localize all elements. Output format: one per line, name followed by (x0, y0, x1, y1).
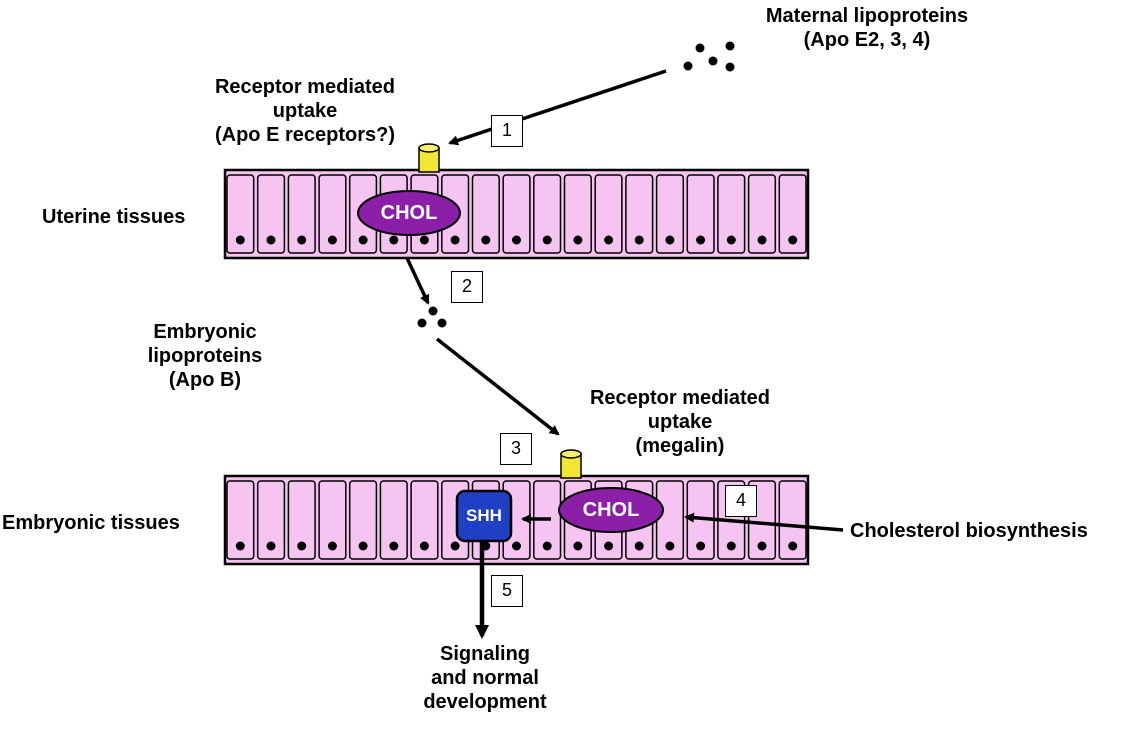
receptor-bottom (560, 449, 582, 479)
arrow-lipo-to-megalin (435, 337, 560, 436)
cell-nucleus (389, 541, 399, 551)
cell-nucleus (726, 235, 736, 245)
tissue-cell (717, 174, 746, 254)
cell-nucleus (419, 235, 429, 245)
cell-nucleus (696, 541, 706, 551)
step-5-box: 5 (491, 575, 523, 607)
signaling-development-label: Signaling and normal development (423, 643, 547, 713)
cell-nucleus (481, 235, 491, 245)
tissue-cell (655, 174, 685, 254)
tissue-cell (318, 480, 347, 560)
maternal-lipoprotein-dots (683, 41, 735, 72)
cell-nucleus (604, 541, 614, 551)
cell-nucleus (266, 541, 276, 551)
arrow-uterine-to-embryonic-lipo (405, 257, 430, 305)
tissue-cell (502, 174, 531, 254)
chol-top-node: CHOL (380, 202, 438, 224)
receptor-uptake-bottom-label: Receptor mediated uptake (megalin) (589, 387, 771, 457)
tissue-cell (318, 174, 347, 254)
cell-nucleus (726, 541, 736, 551)
cell-nucleus (327, 235, 337, 245)
cell-nucleus (389, 235, 399, 245)
cell-nucleus (358, 541, 368, 551)
chol-bottom-shape (558, 487, 664, 533)
tissue-cell (256, 174, 286, 254)
cell-nucleus (512, 541, 521, 551)
cell-nucleus (297, 541, 307, 551)
cell-nucleus (665, 235, 675, 245)
cell-nucleus (266, 235, 276, 245)
cell-nucleus (297, 235, 307, 245)
tissue-cell (533, 174, 562, 254)
embryonic-tissues-label: Embryonic tissues (2, 512, 180, 534)
cell-nucleus (542, 235, 552, 245)
cell-nucleus (757, 541, 767, 551)
cell-nucleus (327, 541, 337, 551)
embryonic-lipoprotein-dots (417, 306, 447, 328)
cell-nucleus (573, 541, 583, 551)
cell-nucleus (235, 541, 245, 551)
tissue-cell (410, 480, 439, 560)
embryonic-lipoproteins-label: Embryonic lipoproteins (Apo B) (147, 321, 263, 391)
tissue-cell (778, 174, 807, 254)
tissue-cell (379, 480, 408, 560)
step-1-box: 1 (491, 115, 523, 147)
tissue-cell (287, 174, 316, 254)
cell-nucleus (450, 235, 460, 245)
cell-nucleus (604, 235, 614, 245)
tissue-cell (348, 480, 378, 560)
receptor-uptake-top-label: Receptor mediated uptake (Apo E receptor… (214, 76, 396, 146)
maternal-lipoproteins-label: Maternal lipoproteins (Apo E2, 3, 4) (765, 5, 969, 51)
cell-nucleus (634, 541, 644, 551)
cell-nucleus (634, 235, 644, 245)
uterine-tissue-layer (223, 168, 810, 260)
cell-nucleus (419, 541, 429, 551)
arrow-maternal-to-receptor (448, 69, 667, 146)
tissue-cell (594, 174, 623, 254)
tissue-cell (563, 174, 592, 254)
cell-nucleus (757, 235, 767, 245)
tissue-cell (778, 480, 807, 560)
uterine-cells (226, 174, 807, 254)
step-4-box: 4 (725, 485, 757, 517)
chol-bottom-node: CHOL (582, 499, 640, 521)
arrow-biosynthesis-to-chol (684, 512, 844, 532)
uterine-tissues-label: Uterine tissues (42, 206, 186, 228)
cell-nucleus (542, 541, 552, 551)
cell-nucleus (788, 541, 798, 551)
tissue-cell (747, 174, 777, 254)
cell-nucleus (450, 541, 460, 551)
tissue-cell (625, 174, 654, 254)
step-3-box: 3 (500, 433, 532, 465)
tissue-cell (471, 174, 500, 254)
cell-nucleus (573, 235, 583, 245)
cell-nucleus (696, 235, 706, 245)
tissue-cell (686, 174, 715, 254)
cell-nucleus (665, 541, 675, 551)
chol-top-shape (357, 190, 461, 236)
cell-nucleus (512, 235, 521, 245)
cell-nucleus (235, 235, 245, 245)
tissue-cell (226, 174, 255, 254)
receptor-top (418, 143, 440, 173)
tissue-cell (226, 480, 255, 560)
cell-nucleus (788, 235, 798, 245)
cholesterol-biosynthesis-label: Cholesterol biosynthesis (850, 520, 1088, 542)
tissue-cell (256, 480, 286, 560)
tissue-cell (287, 480, 316, 560)
shh-node: SHH (466, 506, 502, 525)
cell-nucleus (358, 235, 368, 245)
step-2-box: 2 (451, 271, 483, 303)
